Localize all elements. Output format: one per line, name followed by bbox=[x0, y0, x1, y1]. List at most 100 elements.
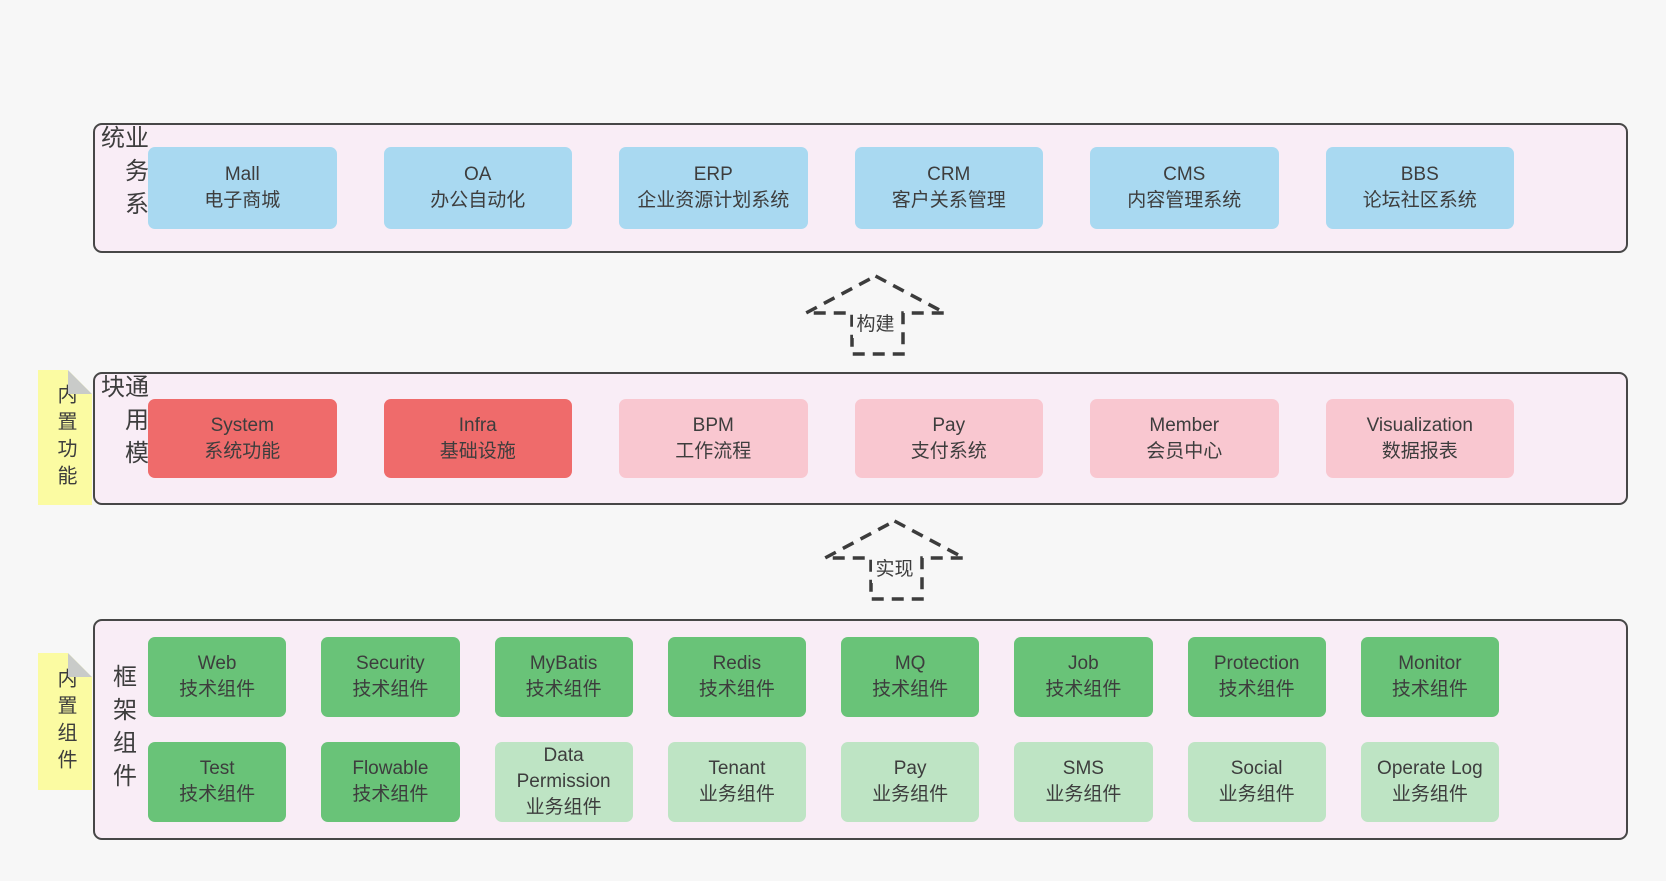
box-desc: 支付系统 bbox=[910, 440, 987, 462]
box-member: Member 会员中心 bbox=[1090, 399, 1279, 478]
box-desc: 论坛社区系统 bbox=[1362, 190, 1477, 211]
box-social: Social 业务组件 bbox=[1187, 742, 1326, 822]
arrow-build-label: 构建 bbox=[852, 307, 899, 338]
business-boxes-row: Mall 电子商城 OA 办公自动化 ERP 企业资源计划系统 CRM 客户关系… bbox=[148, 125, 1626, 251]
box-monitor: Monitor 技术组件 bbox=[1360, 637, 1499, 717]
box-visualization: Visualization 数据报表 bbox=[1325, 399, 1514, 478]
box-desc: 会员中心 bbox=[1146, 440, 1223, 462]
box-crm: CRM 客户关系管理 bbox=[854, 147, 1043, 229]
box-sms: SMS 业务组件 bbox=[1014, 742, 1153, 822]
note-fold-corner-icon bbox=[68, 370, 92, 394]
modules-panel-label: 通用模块 bbox=[96, 374, 148, 473]
box-name: Monitor bbox=[1398, 653, 1462, 674]
box-name: Test bbox=[199, 758, 235, 779]
component-boxes-grid: Web 技术组件 Security 技术组件 MyBatis 技术组件 Redi… bbox=[148, 621, 1626, 838]
box-desc: 基础设施 bbox=[439, 440, 516, 462]
box-infra: Infra 基础设施 bbox=[383, 399, 572, 478]
box-erp: ERP 企业资源计划系统 bbox=[619, 147, 808, 229]
box-pay-component: Pay 业务组件 bbox=[841, 742, 980, 822]
box-name: CRM bbox=[927, 164, 971, 185]
box-desc: 企业资源计划系统 bbox=[637, 190, 790, 211]
box-oa: OA 办公自动化 bbox=[383, 147, 572, 229]
box-desc: 技术组件 bbox=[872, 679, 949, 700]
box-desc: 技术组件 bbox=[1218, 679, 1295, 700]
box-desc: 业务组件 bbox=[872, 784, 949, 805]
box-mq: MQ 技术组件 bbox=[841, 637, 980, 717]
box-desc: 系统功能 bbox=[204, 440, 281, 462]
box-name: ERP bbox=[693, 164, 733, 185]
box-data-permission: Data Permission 业务组件 bbox=[494, 742, 633, 822]
component-boxes-row-2: Test 技术组件 Flowable 技术组件 Data Permission … bbox=[148, 742, 1499, 822]
box-bpm: BPM 工作流程 bbox=[619, 399, 808, 478]
note-fold-corner-icon bbox=[68, 653, 92, 677]
box-operate-log: Operate Log 业务组件 bbox=[1360, 742, 1499, 822]
arrow-build: 构建 bbox=[803, 273, 948, 357]
box-desc: 办公自动化 bbox=[430, 190, 526, 211]
up-arrow-icon bbox=[805, 274, 946, 356]
note-text: 内置功能 bbox=[54, 383, 76, 492]
box-desc: 技术组件 bbox=[179, 679, 256, 700]
up-arrow-icon bbox=[824, 519, 965, 601]
common-modules-panel: 通用模块 System 系统功能 Infra 基础设施 BPM 工作流程 Pay… bbox=[93, 372, 1628, 505]
components-panel-label: 框架组件 bbox=[108, 663, 136, 796]
business-panel-label: 业务系统 bbox=[96, 125, 148, 224]
box-desc: 技术组件 bbox=[352, 679, 429, 700]
box-desc: 电子商城 bbox=[204, 190, 281, 211]
box-name: Pay bbox=[893, 758, 927, 779]
module-boxes-row: System 系统功能 Infra 基础设施 BPM 工作流程 Pay 支付系统… bbox=[148, 374, 1626, 503]
component-boxes-row-1: Web 技术组件 Security 技术组件 MyBatis 技术组件 Redi… bbox=[148, 637, 1499, 717]
box-bbs: BBS 论坛社区系统 bbox=[1325, 147, 1514, 229]
box-pay-module: Pay 支付系统 bbox=[854, 399, 1043, 478]
box-name: MyBatis bbox=[529, 653, 598, 674]
box-security: Security 技术组件 bbox=[321, 637, 460, 717]
box-redis: Redis 技术组件 bbox=[667, 637, 806, 717]
box-job: Job 技术组件 bbox=[1014, 637, 1153, 717]
note-text: 内置组件 bbox=[54, 667, 76, 776]
box-name: Operate Log bbox=[1377, 758, 1483, 779]
business-systems-panel: 业务系统 Mall 电子商城 OA 办公自动化 ERP 企业资源计划系统 CRM… bbox=[93, 123, 1628, 253]
box-desc: 技术组件 bbox=[179, 784, 256, 805]
box-name: MQ bbox=[894, 653, 926, 674]
box-desc: 技术组件 bbox=[1391, 679, 1468, 700]
box-name: Security bbox=[356, 653, 425, 674]
box-name: Flowable bbox=[352, 758, 429, 779]
box-name: Job bbox=[1068, 653, 1099, 674]
box-name: Web bbox=[197, 653, 237, 674]
box-system: System 系统功能 bbox=[148, 399, 337, 478]
box-desc: 业务组件 bbox=[1045, 784, 1122, 805]
box-protection: Protection 技术组件 bbox=[1187, 637, 1326, 717]
box-name: Member bbox=[1149, 414, 1220, 436]
box-desc: 内容管理系统 bbox=[1127, 190, 1242, 211]
box-tenant: Tenant 业务组件 bbox=[667, 742, 806, 822]
note-builtin-components: 内置组件 bbox=[38, 653, 92, 790]
box-mall: Mall 电子商城 bbox=[148, 147, 337, 229]
box-name: Tenant bbox=[708, 758, 766, 779]
arrow-implement: 实现 bbox=[822, 518, 967, 602]
arrow-implement-label: 实现 bbox=[871, 552, 918, 583]
box-desc: 客户关系管理 bbox=[891, 190, 1006, 211]
box-desc: 技术组件 bbox=[1045, 679, 1122, 700]
note-builtin-features: 内置功能 bbox=[38, 370, 92, 505]
box-desc: 业务组件 bbox=[1218, 784, 1295, 805]
box-name: Redis bbox=[712, 653, 762, 674]
box-name: Protection bbox=[1213, 653, 1300, 674]
box-desc: 业务组件 bbox=[698, 784, 775, 805]
box-name: Data Permission bbox=[516, 745, 611, 792]
box-name: CMS bbox=[1163, 164, 1206, 185]
box-desc: 业务组件 bbox=[525, 797, 602, 818]
box-name: BPM bbox=[692, 414, 734, 436]
box-desc: 技术组件 bbox=[698, 679, 775, 700]
box-desc: 业务组件 bbox=[1391, 784, 1468, 805]
box-name: Social bbox=[1230, 758, 1283, 779]
box-name: System bbox=[210, 414, 274, 436]
box-web: Web 技术组件 bbox=[148, 637, 287, 717]
box-name: Visualization bbox=[1366, 414, 1473, 436]
framework-components-panel: 框架组件 Web 技术组件 Security 技术组件 MyBatis 技术组件… bbox=[93, 619, 1628, 840]
box-name: Mall bbox=[224, 164, 260, 185]
box-name: SMS bbox=[1062, 758, 1104, 779]
business-panel-label-cell: 业务系统 bbox=[95, 125, 148, 251]
box-name: OA bbox=[464, 164, 492, 185]
box-desc: 技术组件 bbox=[525, 679, 602, 700]
modules-panel-label-cell: 通用模块 bbox=[95, 374, 148, 503]
